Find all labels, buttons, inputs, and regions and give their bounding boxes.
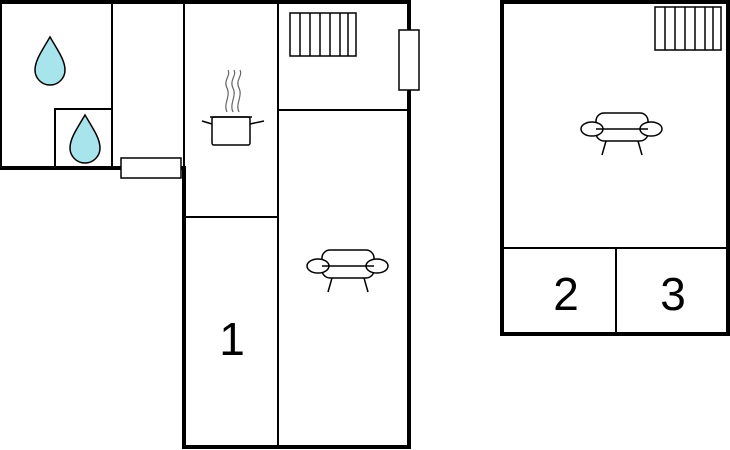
- radiator-icon: [289, 12, 357, 57]
- shower-cubicle: [54, 108, 113, 169]
- room-number-3: 3: [660, 268, 686, 320]
- water-drop-icon: [69, 113, 101, 164]
- ground-floor: 1: [0, 0, 420, 449]
- sofa-icon: [580, 112, 663, 156]
- sofa-icon: [306, 249, 389, 293]
- radiator-icon: [654, 6, 722, 51]
- room-number-2: 2: [553, 268, 579, 320]
- window-right: [398, 29, 420, 91]
- water-drop-icon: [34, 35, 66, 86]
- cooking-pot-icon: [201, 69, 265, 146]
- upper-floor: 2 3: [500, 0, 730, 336]
- entrance-door: [120, 157, 182, 179]
- room-number-1: 1: [219, 313, 245, 365]
